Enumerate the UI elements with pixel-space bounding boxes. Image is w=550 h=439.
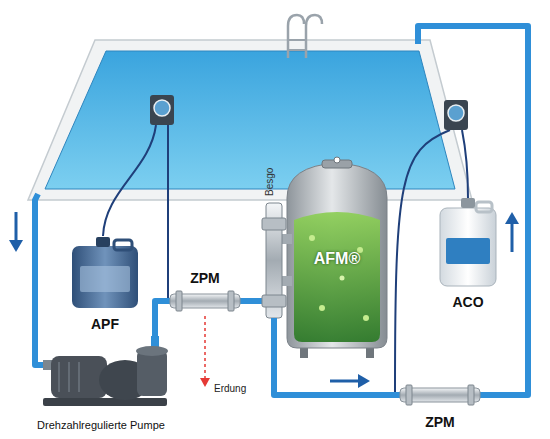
node-text: ACO — [452, 294, 483, 310]
dosing-pump-head — [448, 105, 464, 121]
pipe-connector — [274, 360, 400, 395]
media-grain — [340, 276, 345, 281]
motor-fin — [58, 362, 60, 392]
aco-canister: ACO — [432, 198, 504, 310]
canister-handle — [476, 202, 492, 212]
pump-base — [43, 398, 167, 406]
media-grain — [363, 315, 369, 321]
speed-pump: Drehzahlregulierte Pumpe — [25, 336, 177, 432]
strainer-lid — [136, 346, 168, 356]
pool-ladder — [306, 15, 322, 58]
pool-water — [45, 51, 455, 189]
filter-tank — [287, 163, 387, 348]
zpm-flange — [406, 385, 412, 405]
flow-arrow — [330, 380, 360, 383]
pipe — [418, 26, 528, 395]
canister-cap — [96, 237, 110, 247]
aco-canister-shape — [432, 198, 504, 288]
pool-ladder — [288, 15, 304, 58]
apf-canister-shape — [62, 236, 148, 310]
zpm-unit: ZPM — [170, 270, 240, 314]
ground-line — [204, 316, 206, 378]
pipe-stub — [271, 318, 277, 360]
media-grain — [319, 305, 325, 311]
flow-arrowhead — [358, 374, 370, 388]
dosing-tube — [103, 125, 156, 236]
canister-cap — [461, 198, 475, 208]
strainer-pot — [137, 350, 167, 396]
node-text: ZPM — [190, 270, 220, 286]
pressure-gauge — [334, 157, 340, 163]
canister-body — [72, 246, 138, 308]
node-text: AFM® — [314, 250, 360, 268]
valve-port — [282, 234, 292, 244]
valve-label: Besgo — [264, 168, 276, 196]
media-grain — [309, 235, 315, 241]
zpm-unit: ZPM — [400, 380, 480, 430]
ground-label: Erdung — [214, 383, 246, 395]
node-text: ZPM — [425, 414, 455, 430]
canister-handle — [114, 240, 132, 250]
pump-motor — [51, 356, 107, 398]
canister-body — [440, 208, 496, 286]
dosing-tube — [462, 130, 468, 198]
dosing-pump-head — [154, 100, 170, 116]
speed-pump-shape — [25, 336, 177, 408]
valve-port — [262, 218, 286, 230]
filter-media — [294, 212, 380, 342]
apf-canister: APF — [62, 236, 148, 332]
canister-label — [446, 238, 490, 264]
flow-arrowhead — [9, 240, 23, 252]
ground-arrowhead — [200, 378, 210, 387]
canister-label — [80, 266, 130, 292]
pipe-connector — [240, 298, 262, 304]
dosing-tube — [167, 125, 169, 298]
node-text: APF — [91, 316, 119, 332]
node-text: Drehzahlregulierte Pumpe — [37, 419, 165, 432]
pipe-connector — [155, 301, 170, 336]
dosing-pump — [444, 100, 468, 130]
zpm-unit-shape — [400, 380, 480, 410]
valve-port — [262, 295, 286, 307]
flow-arrow — [511, 222, 514, 252]
flow-arrowhead — [505, 212, 519, 224]
motor-fin — [68, 362, 70, 392]
flow-arrow — [15, 212, 18, 242]
zpm-flange — [228, 291, 234, 311]
zpm-flange — [468, 385, 474, 405]
valve-port — [282, 276, 292, 286]
filter-tank: AFM® — [262, 158, 388, 360]
motor-fin — [78, 362, 80, 392]
ladder-step — [288, 49, 306, 51]
dosing-pump — [150, 95, 174, 125]
pipe — [35, 194, 48, 365]
zpm-flange — [176, 291, 182, 311]
pool-deck — [28, 40, 472, 200]
ladder-step — [288, 39, 306, 41]
